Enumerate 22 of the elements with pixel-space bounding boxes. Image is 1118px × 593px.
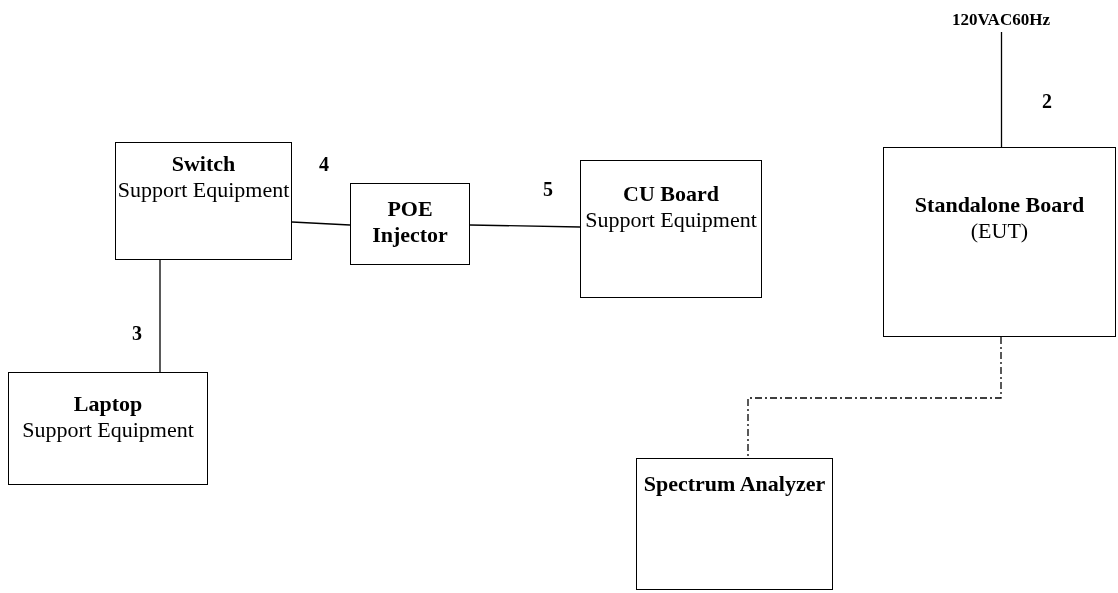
box-title: Standalone Board [913,192,1086,218]
box-subtitle: Support Equipment [116,177,291,203]
box-subtitle: Support Equipment [584,207,758,233]
connector-line [291,221,351,226]
connector-line [469,224,581,228]
box-subtitle: Support Equipment [21,417,195,443]
equipment-box [115,142,292,260]
equipment-box [580,160,762,298]
connector-line [159,259,161,373]
equipment-box [636,458,833,590]
equipment-box [8,372,208,485]
equipment-box [883,147,1116,337]
box-title: Spectrum Analyzer [642,471,827,497]
equipment-box [350,183,470,265]
connector-line [1000,31,1003,148]
power-source-label: 120VAC60Hz [930,8,1072,32]
box-title: CU Board [622,181,720,207]
box-title: Switch [170,151,237,177]
box-subtitle: (EUT) [969,218,1030,244]
dash-dot-connector [747,336,1002,459]
box-title: Laptop [72,391,144,417]
box-title: POE Injector [371,196,449,248]
